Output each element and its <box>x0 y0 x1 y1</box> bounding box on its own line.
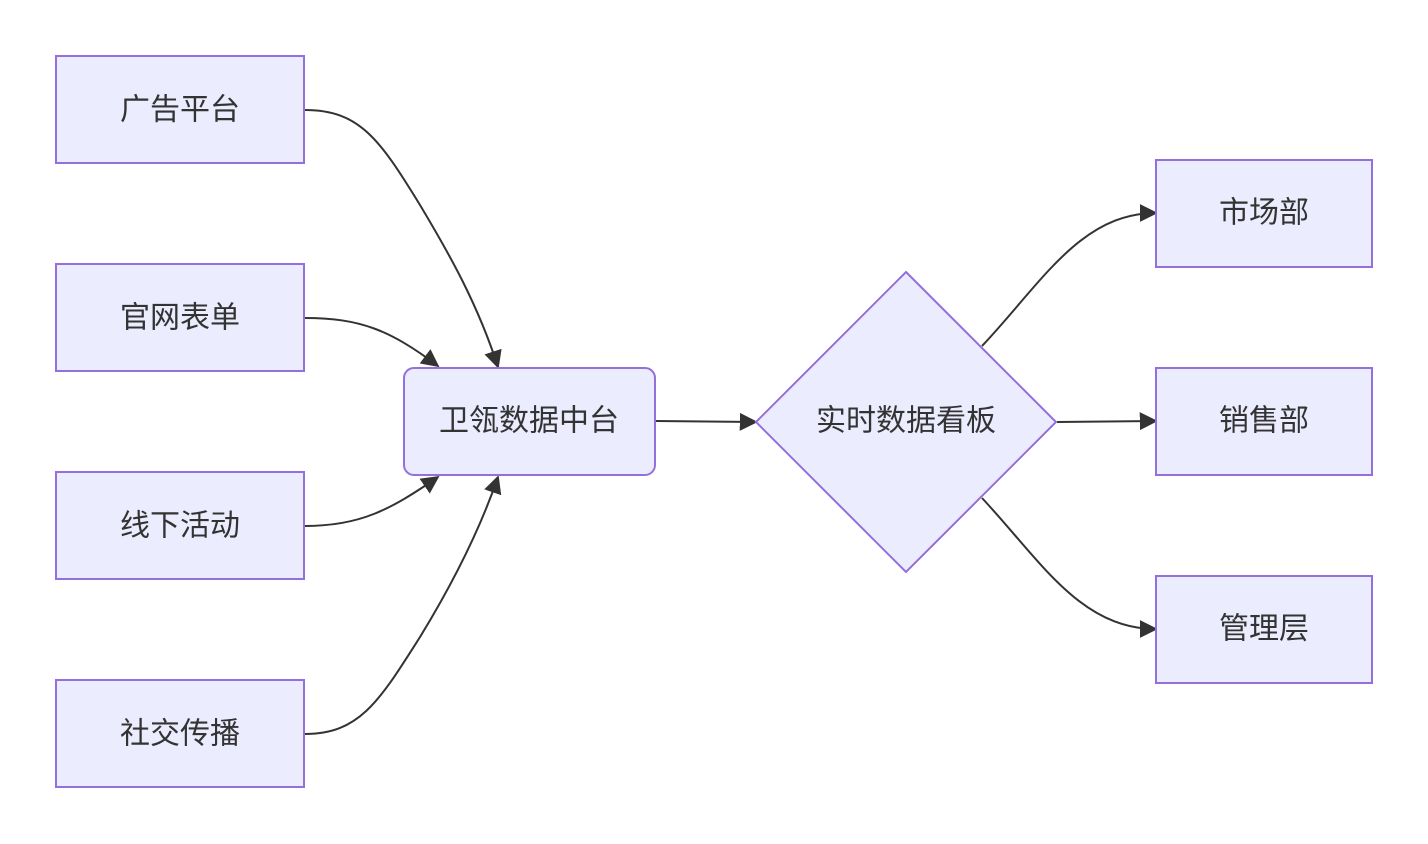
edge-website-form-to-data-hub <box>304 317 440 368</box>
node-label: 销售部 <box>1219 404 1309 439</box>
edge-offline-event-to-data-hub <box>304 475 440 527</box>
node-sales-dept[interactable]: 销售部 <box>1155 367 1373 476</box>
edge-social-to-data-hub <box>304 475 502 735</box>
node-label: 官网表单 <box>120 301 240 336</box>
node-label: 线下活动 <box>120 509 240 544</box>
node-label: 市场部 <box>1219 196 1309 231</box>
edge-dashboard-to-sales <box>1056 412 1158 431</box>
node-realtime-dashboard[interactable]: 实时数据看板 <box>754 270 1058 574</box>
edges <box>304 109 1158 735</box>
node-label: 社交传播 <box>120 717 240 752</box>
node-label: 广告平台 <box>120 93 240 128</box>
node-management[interactable]: 管理层 <box>1155 575 1373 684</box>
node-website-form[interactable]: 官网表单 <box>55 263 305 372</box>
node-label: 实时数据看板 <box>816 404 996 439</box>
node-data-hub[interactable]: 卫瓴数据中台 <box>403 367 656 476</box>
node-offline-event[interactable]: 线下活动 <box>55 471 305 580</box>
node-label: 卫瓴数据中台 <box>439 404 619 439</box>
edge-data-hub-to-dashboard <box>655 412 758 431</box>
node-label: 管理层 <box>1219 612 1309 647</box>
edge-dashboard-to-marketing <box>981 204 1158 347</box>
edge-ad-platform-to-data-hub <box>304 109 502 369</box>
edge-dashboard-to-management <box>981 497 1158 638</box>
node-marketing-dept[interactable]: 市场部 <box>1155 159 1373 268</box>
node-ad-platform[interactable]: 广告平台 <box>55 55 305 164</box>
node-social-sharing[interactable]: 社交传播 <box>55 679 305 788</box>
